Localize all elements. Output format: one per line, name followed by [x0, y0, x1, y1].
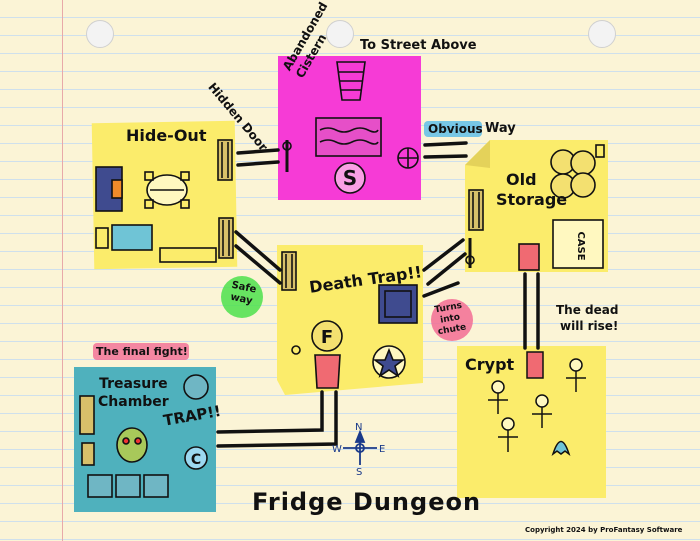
binder-hole — [326, 20, 354, 48]
safe-way-annotation: Safe way — [228, 280, 257, 309]
compass-rose — [343, 429, 377, 465]
cistern-features — [282, 61, 419, 194]
cistern-sign-letter: S — [343, 166, 357, 190]
storage-label-line2: Storage — [496, 190, 568, 209]
hideout-label: Hide-Out — [126, 126, 207, 145]
turns-chute-annotation: Turns into chute — [433, 301, 467, 338]
hideout-furniture — [95, 139, 234, 263]
chute-highlight — [431, 299, 473, 341]
copyright-text: Copyright 2024 by ProFantasy Software — [525, 526, 683, 534]
treasure-label-line2: Chamber — [98, 394, 169, 410]
compass-s: S — [356, 467, 362, 478]
dead-rise-line2: will rise! — [560, 319, 619, 333]
treasure-label: Treasure Chamber — [98, 375, 169, 411]
dead-rise-line1: The dead — [556, 303, 619, 317]
obvious-highlight — [424, 121, 482, 137]
storage-features — [465, 144, 605, 271]
storage-case-text: CASE — [575, 231, 586, 260]
corridors — [216, 141, 540, 448]
binder-hole — [588, 20, 616, 48]
compass-n: N — [355, 422, 362, 433]
way-annotation: Way — [485, 121, 516, 136]
final-fight-highlight — [93, 343, 189, 360]
treasure-sign-letter: C — [191, 452, 201, 468]
storage-note-fold — [465, 140, 490, 168]
binder-hole — [86, 20, 114, 48]
obvious-annotation: Obvious — [428, 122, 483, 136]
crypt-label: Crypt — [465, 355, 515, 374]
compass-e: E — [379, 444, 385, 455]
dead-rise-annotation: The dead will rise! — [556, 302, 618, 334]
treasure-label-line1: Treasure — [99, 376, 168, 392]
map-title: Fridge Dungeon — [252, 488, 482, 516]
street-annotation: To Street Above — [360, 38, 477, 53]
crypt-skeletons — [488, 351, 586, 457]
safe-way-highlight — [221, 276, 263, 318]
storage-label-line1: Old — [506, 170, 537, 189]
compass-w: W — [332, 444, 342, 455]
deathtrap-sign-letter: F — [321, 327, 333, 348]
storage-label: Old Storage — [496, 170, 567, 210]
final-fight-annotation: The final fight! — [96, 345, 188, 358]
treasure-features — [79, 374, 209, 498]
deathtrap-features — [281, 251, 418, 389]
